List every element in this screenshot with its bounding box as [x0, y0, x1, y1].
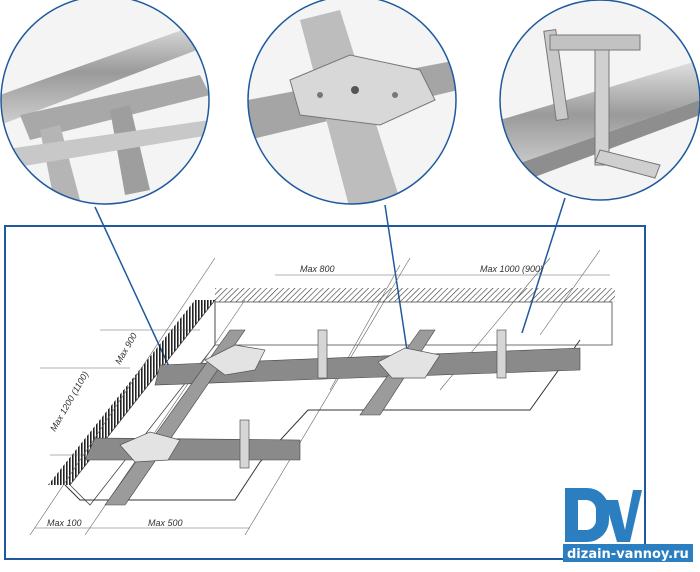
diagram-frame [4, 225, 646, 560]
direct-hanger [496, 329, 507, 379]
crab-connector [377, 347, 441, 379]
detail-circle-profile-junction [1, 0, 209, 204]
direct-hanger [317, 329, 328, 379]
direct-hanger [239, 419, 250, 469]
dimension-guides [29, 249, 610, 536]
ceiling-slab [215, 288, 615, 302]
detail-circle-direct-hanger [500, 0, 700, 200]
detail-circle-1-outline [0, 0, 210, 205]
dimension-top-left: Max 800 [300, 264, 335, 274]
board-outline [64, 339, 581, 501]
detail-circle-3-outline [499, 0, 700, 201]
dimension-bottom-right: Max 500 [148, 518, 183, 528]
detail-circle-2-outline [247, 0, 457, 205]
detail-circle-crab-connector [248, 0, 456, 204]
dimension-side-lower: Max 1200 (1100) [48, 370, 90, 433]
dimension-side-upper: Max 900 [113, 331, 139, 366]
logo-url: dizain-vannoy.ru [567, 547, 689, 562]
site-logo: dizain-vannoy.ru [563, 488, 693, 562]
crab-connector [119, 431, 181, 463]
dimension-bottom-left: Max 100 [47, 518, 82, 528]
dimension-top-right: Max 1000 (900) [480, 264, 543, 274]
wall [48, 300, 215, 485]
crab-connector [204, 344, 266, 376]
